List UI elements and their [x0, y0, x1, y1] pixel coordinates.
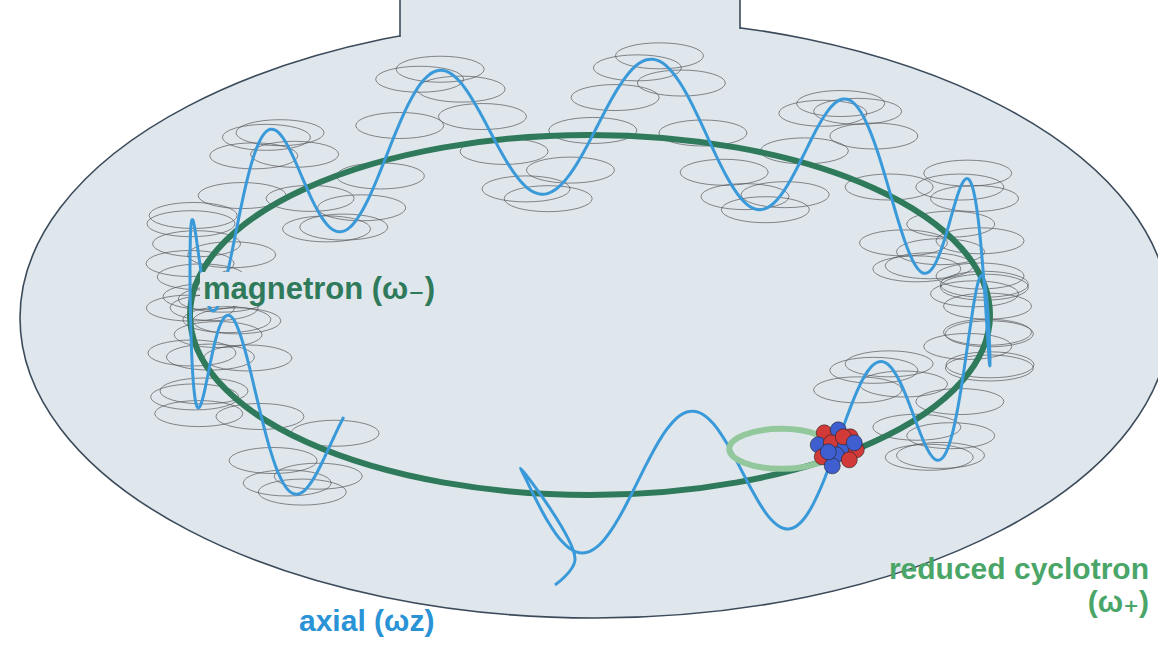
bubble-tail-edge: [739, 0, 741, 29]
cyclotron-ring: [797, 91, 885, 117]
cyclotron-ring: [193, 308, 281, 334]
cyclotron-ring: [571, 85, 659, 111]
nucleon: [841, 452, 857, 468]
cyclotron-ring: [830, 357, 918, 383]
cyclotron-ring: [222, 124, 310, 150]
cyclotron-rings: [146, 43, 1034, 505]
cyclotron-ring: [549, 117, 637, 143]
motion-label: axial (ωz): [296, 604, 437, 637]
bubble: [20, 18, 1158, 618]
nucleon: [846, 435, 862, 451]
cyclotron-ring: [183, 307, 271, 333]
cyclotron-ring: [376, 66, 464, 92]
nucleon: [824, 458, 840, 474]
cyclotron-ring: [615, 43, 703, 69]
cyclotron-ring: [318, 195, 406, 221]
bubble-tail-edge: [399, 0, 401, 37]
cyclotron-ring: [243, 470, 331, 496]
nucleon: [820, 444, 836, 460]
cyclotron-ring: [897, 442, 985, 468]
cyclotron-ring: [417, 76, 505, 102]
cyclotron-ring: [526, 157, 614, 183]
ion-nucleus: [810, 422, 864, 474]
magnetron-orbit: [190, 135, 990, 495]
cyclotron-ring: [924, 160, 1012, 186]
cyclotron-ring: [741, 182, 829, 208]
cyclotron-ring: [155, 401, 243, 427]
axial-path: [190, 59, 990, 585]
cyclotron-ring: [701, 184, 789, 210]
motion-label: reduced cyclotron (ω₊): [876, 552, 1152, 618]
cyclotron-ring: [504, 186, 592, 212]
bubble-tail: [400, 0, 740, 42]
motion-label: magnetron (ω₋): [200, 272, 438, 306]
cyclotron-ring: [300, 214, 388, 240]
